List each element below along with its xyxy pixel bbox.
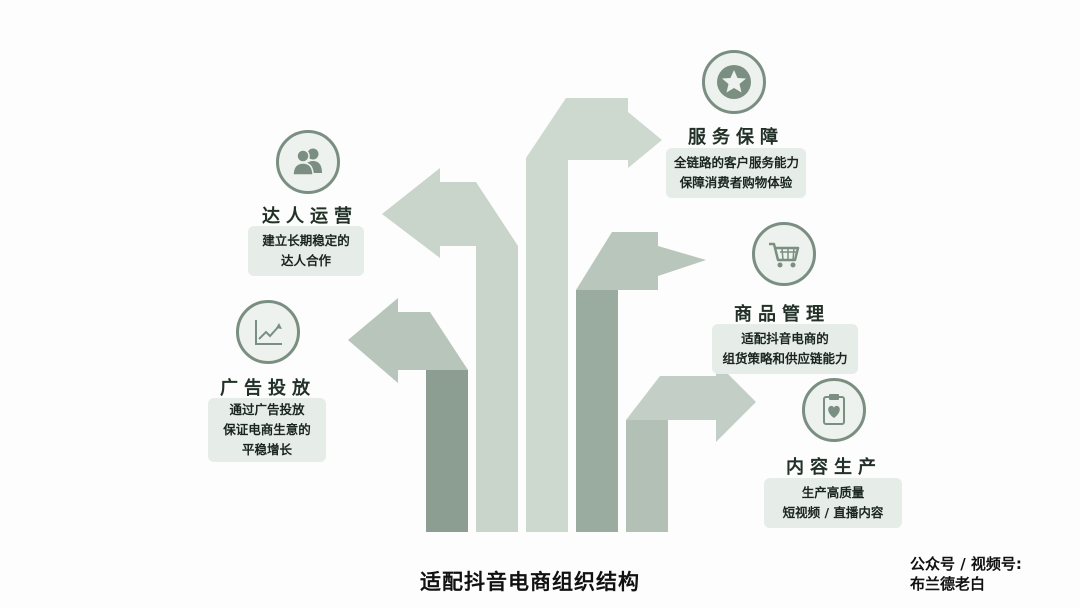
product-icon-badge xyxy=(752,222,816,286)
people-icon xyxy=(292,148,322,176)
service-desc-line: 保障消费者购物体验 xyxy=(679,175,793,190)
ads-desc-line: 保证电商生意的 xyxy=(223,422,311,437)
ads-desc: 通过广告投放 保证电商生意的 平稳增长 xyxy=(208,398,326,462)
content-icon-badge xyxy=(802,378,866,442)
ads-desc-line: 通过广告投放 xyxy=(229,402,305,417)
ads-desc-line: 平稳增长 xyxy=(241,442,292,457)
arrow-right-top xyxy=(526,98,662,532)
star-icon xyxy=(717,65,751,99)
influencer-desc-line: 达人合作 xyxy=(280,253,331,268)
ads-icon-badge xyxy=(236,300,300,364)
credit-line: 布兰德老白 xyxy=(910,575,986,593)
credit-line: 公众号 / 视频号: xyxy=(910,555,1022,573)
content-desc-line: 短视频 / 直播内容 xyxy=(782,505,884,520)
content-desc-line: 生产高质量 xyxy=(801,485,865,500)
influencer-desc: 建立长期稳定的 达人合作 xyxy=(248,226,364,276)
influencer-icon-badge xyxy=(276,130,340,194)
product-desc-line: 适配抖音电商的 xyxy=(741,331,829,346)
growth-chart-icon xyxy=(255,320,282,345)
content-title: 内容生产 xyxy=(786,457,882,478)
credit-text: 公众号 / 视频号: 布兰德老白 xyxy=(910,554,1022,594)
content-desc: 生产高质量 短视频 / 直播内容 xyxy=(764,478,902,528)
influencer-title: 达人运营 xyxy=(262,206,358,227)
ads-title: 广告投放 xyxy=(220,378,316,399)
heart-clipboard-icon xyxy=(823,394,845,425)
product-title: 商品管理 xyxy=(734,304,830,325)
influencer-desc-line: 建立长期稳定的 xyxy=(262,233,350,248)
arrow-left-upper xyxy=(382,168,518,532)
diagram-title: 适配抖音电商组织结构 xyxy=(420,570,640,594)
service-desc-line: 全链路的客户服务能力 xyxy=(674,155,800,170)
product-desc: 适配抖音电商的 组货策略和供应链能力 xyxy=(712,324,858,374)
cart-icon xyxy=(769,242,800,268)
service-star-icon-badge xyxy=(702,50,766,114)
service-desc: 全链路的客户服务能力 保障消费者购物体验 xyxy=(666,148,806,198)
product-desc-line: 组货策略和供应链能力 xyxy=(722,351,848,366)
service-title: 服务保障 xyxy=(688,127,784,148)
